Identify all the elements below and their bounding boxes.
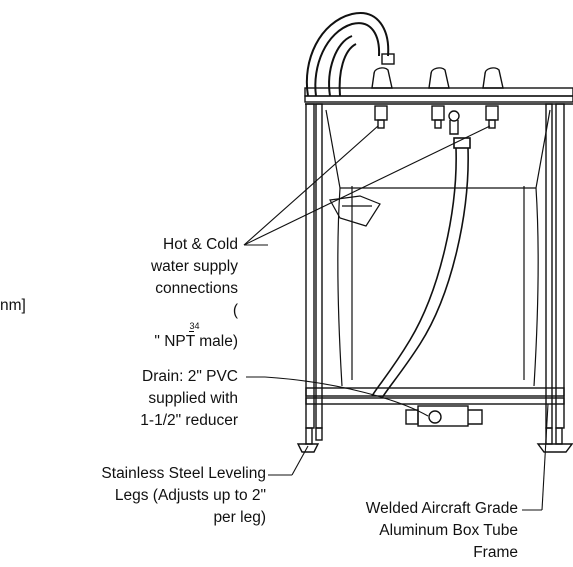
sink-basin bbox=[325, 109, 551, 387]
drain-assembly bbox=[405, 405, 483, 427]
label-aluminum-frame: Welded Aircraft Grade Aluminum Box Tube … bbox=[365, 500, 518, 561]
leader-lines bbox=[243, 125, 549, 511]
label-hot-cold-supply: Hot & Cold water supply connections (34"… bbox=[151, 234, 238, 353]
label-drain: Drain: 2" PVC supplied with 1-1/2" reduc… bbox=[140, 368, 238, 429]
supply-valves bbox=[374, 105, 499, 135]
fraction-three-quarter: 34 bbox=[189, 321, 200, 332]
faucet-drawing bbox=[305, 12, 395, 97]
label-partial-dimension: nm] bbox=[0, 297, 26, 314]
label-npt-male: (34" NPT male) bbox=[151, 300, 238, 353]
top-rim bbox=[304, 87, 573, 105]
drain-hose bbox=[371, 137, 471, 399]
label-leveling-legs: Stainless Steel Leveling Legs (Adjusts u… bbox=[101, 465, 266, 526]
leveling-legs bbox=[296, 427, 573, 453]
faucet-handles bbox=[371, 67, 504, 89]
